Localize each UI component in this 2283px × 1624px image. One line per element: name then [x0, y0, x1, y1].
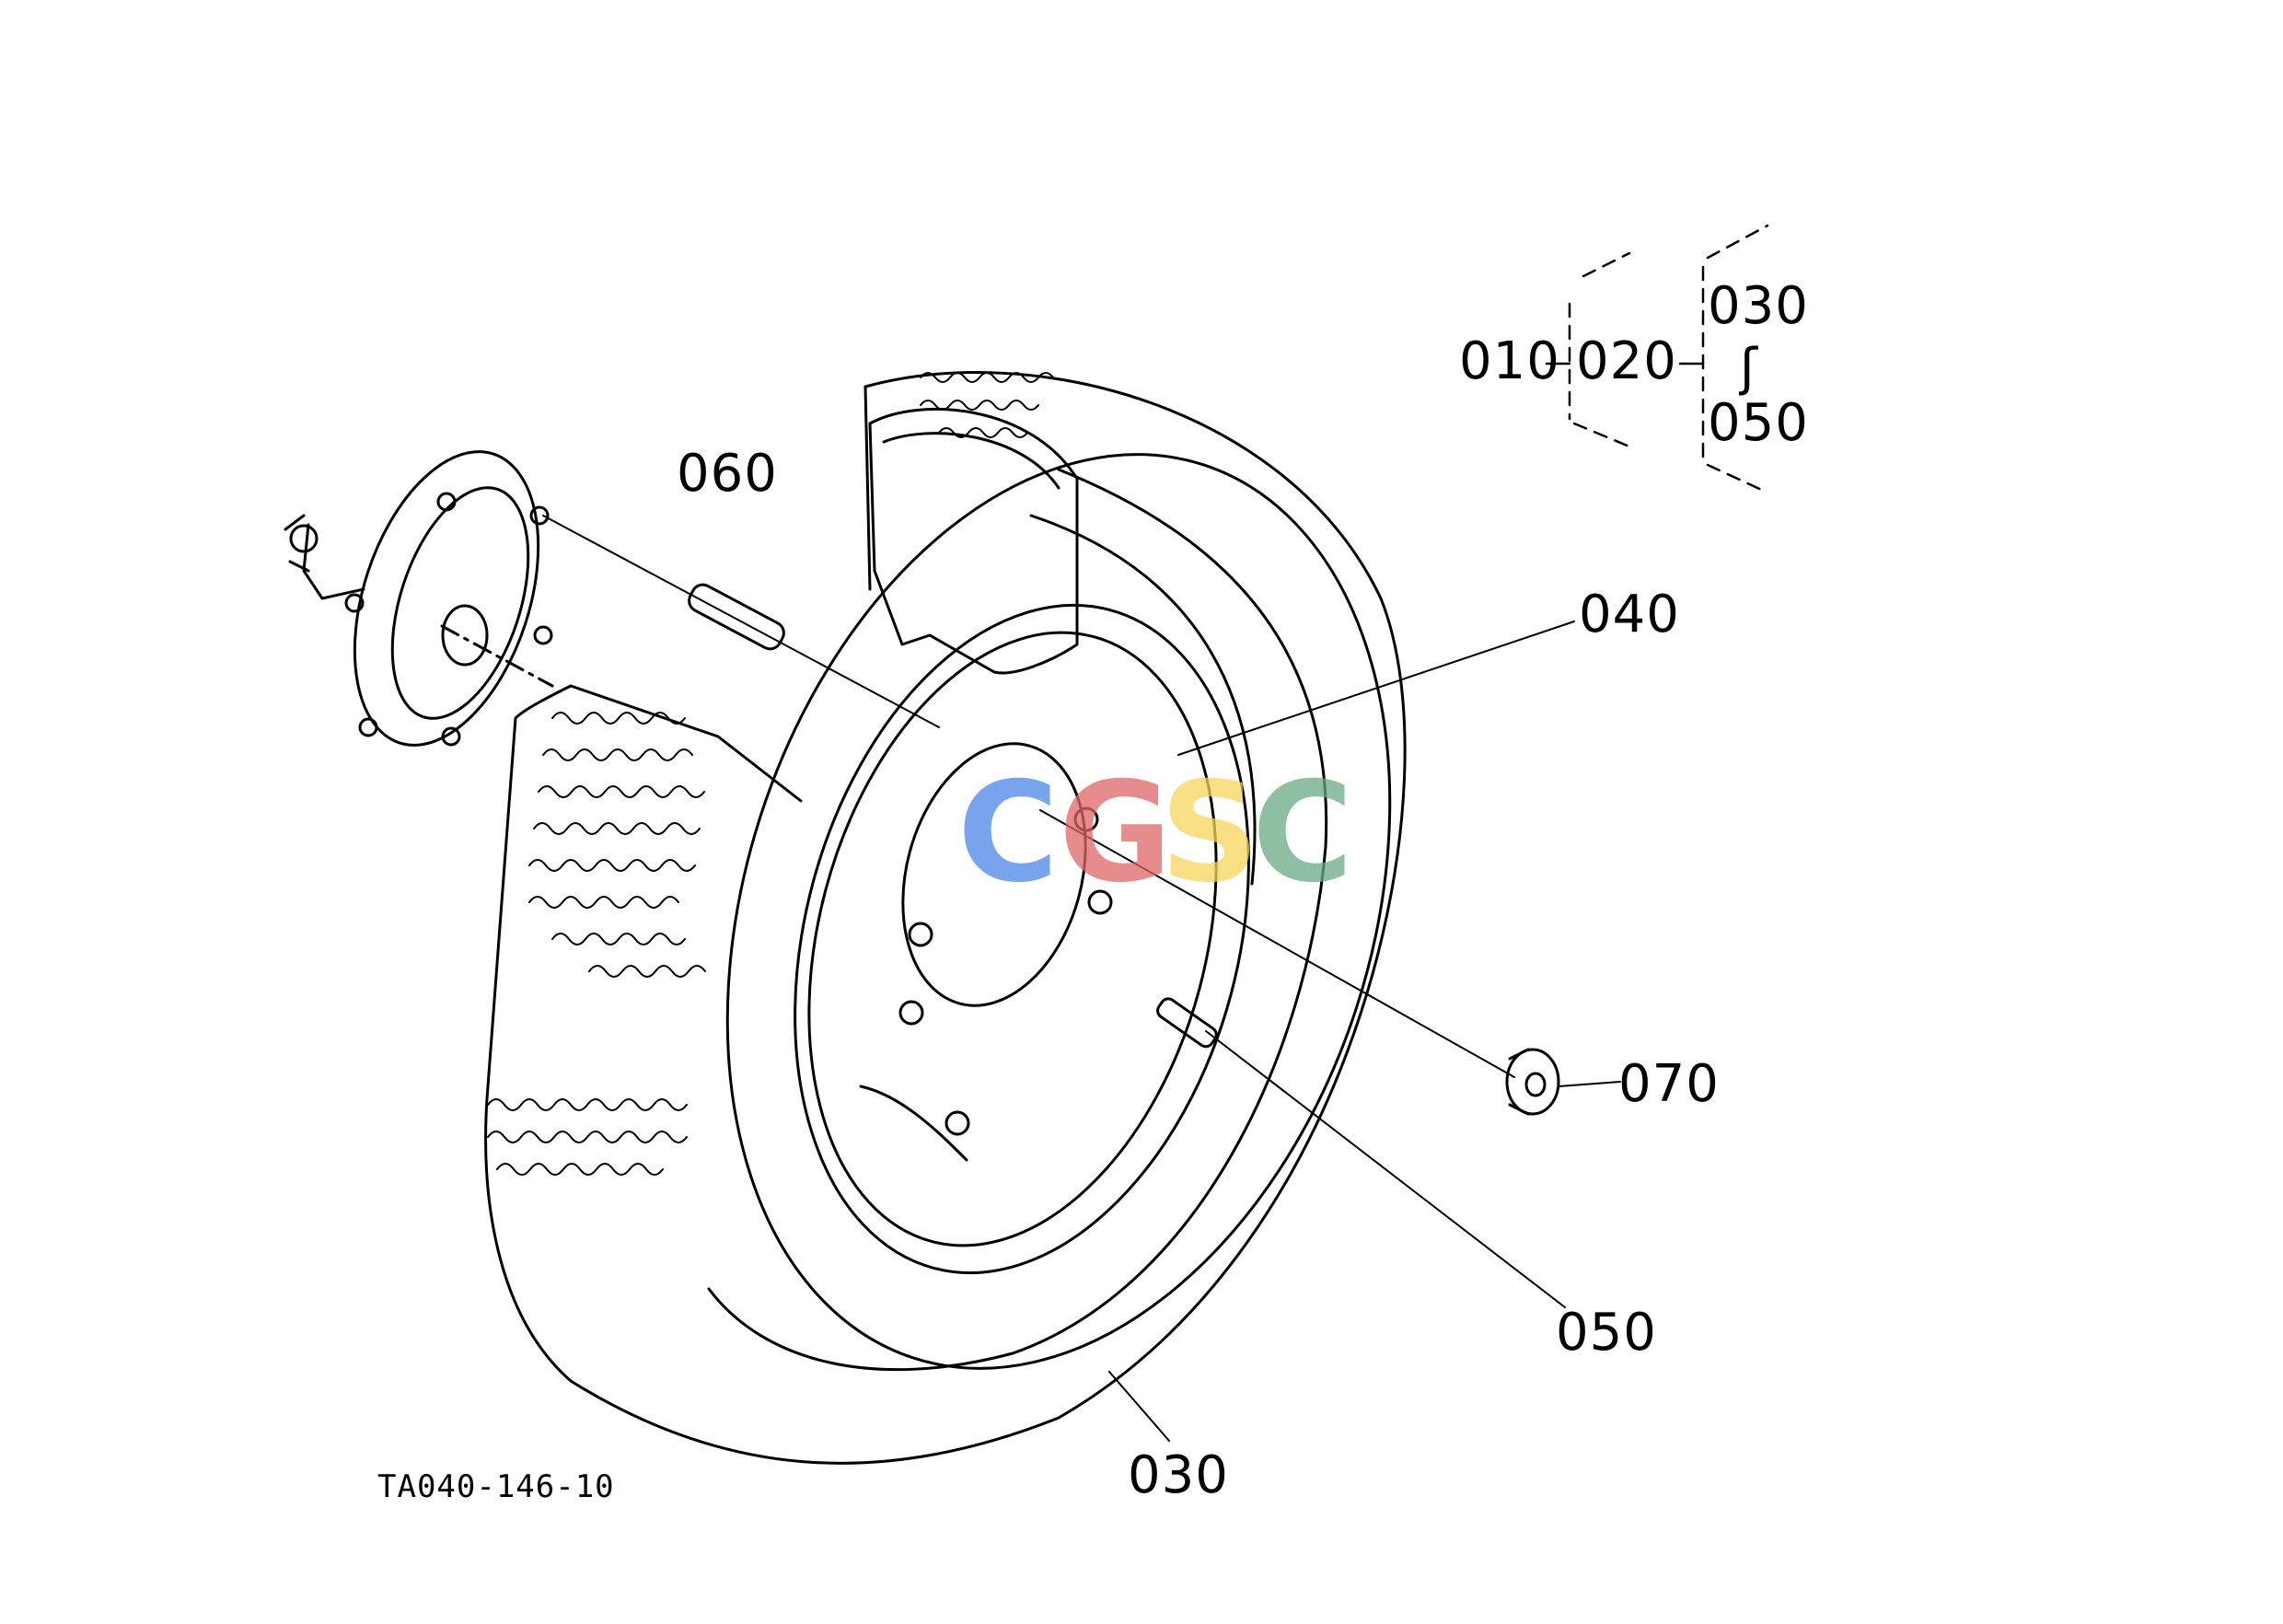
- callout-010: 010: [1459, 331, 1560, 391]
- tread-pattern: [487, 372, 1054, 1176]
- rim: [794, 603, 1250, 1275]
- watermark-letter: S: [1160, 753, 1260, 913]
- axle-hub: [284, 450, 554, 747]
- watermark-letter: G: [1059, 753, 1173, 913]
- leader-030: [1108, 1371, 1170, 1442]
- leader-040: [1177, 621, 1575, 756]
- callout-020: 020: [1576, 331, 1677, 391]
- callout-050: 050: [1556, 1303, 1657, 1363]
- callout-040: 040: [1579, 585, 1680, 644]
- drawing-number: TA040-146-10: [377, 1468, 615, 1505]
- valve-stem: [1156, 997, 1566, 1308]
- watermark-letter: C: [1252, 753, 1354, 913]
- callout-range-mark: ʃ: [1740, 338, 1758, 398]
- structure-bracket: [1545, 224, 1769, 494]
- callout-060: 060: [677, 444, 778, 504]
- callout-030-bracket: 030: [1708, 276, 1809, 336]
- watermark-letter: C: [957, 753, 1060, 913]
- callout-050-bracket: 050: [1708, 393, 1809, 453]
- watermark: C G S C: [957, 764, 1362, 911]
- wheel-stud: [542, 515, 940, 728]
- callout-030: 030: [1128, 1445, 1229, 1505]
- callout-070: 070: [1618, 1054, 1720, 1114]
- wheel-nut: [1039, 809, 1621, 1116]
- tire: [484, 371, 1407, 1465]
